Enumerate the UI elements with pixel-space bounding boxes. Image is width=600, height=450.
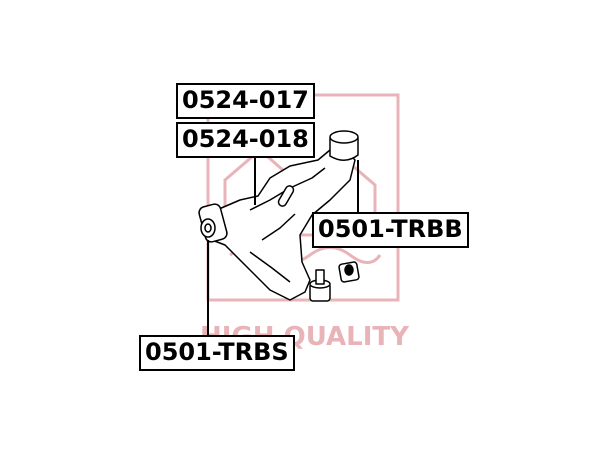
loose-bushing-hole — [344, 264, 354, 276]
control-arm — [198, 130, 360, 302]
leader-lines — [207, 158, 359, 335]
part-number-label-0501-trbs: 0501-TRBS — [139, 335, 295, 371]
ball-joint-cap — [329, 130, 359, 144]
arm-slot — [277, 185, 295, 207]
part-number-label-0501-trbb: 0501-TRBB — [312, 212, 469, 248]
rear-bushing-stud — [315, 269, 325, 285]
front-bushing-bore — [204, 223, 212, 233]
part-number-label-0524-018: 0524-018 — [176, 122, 315, 158]
part-number-label-0524-017: 0524-017 — [176, 83, 315, 119]
